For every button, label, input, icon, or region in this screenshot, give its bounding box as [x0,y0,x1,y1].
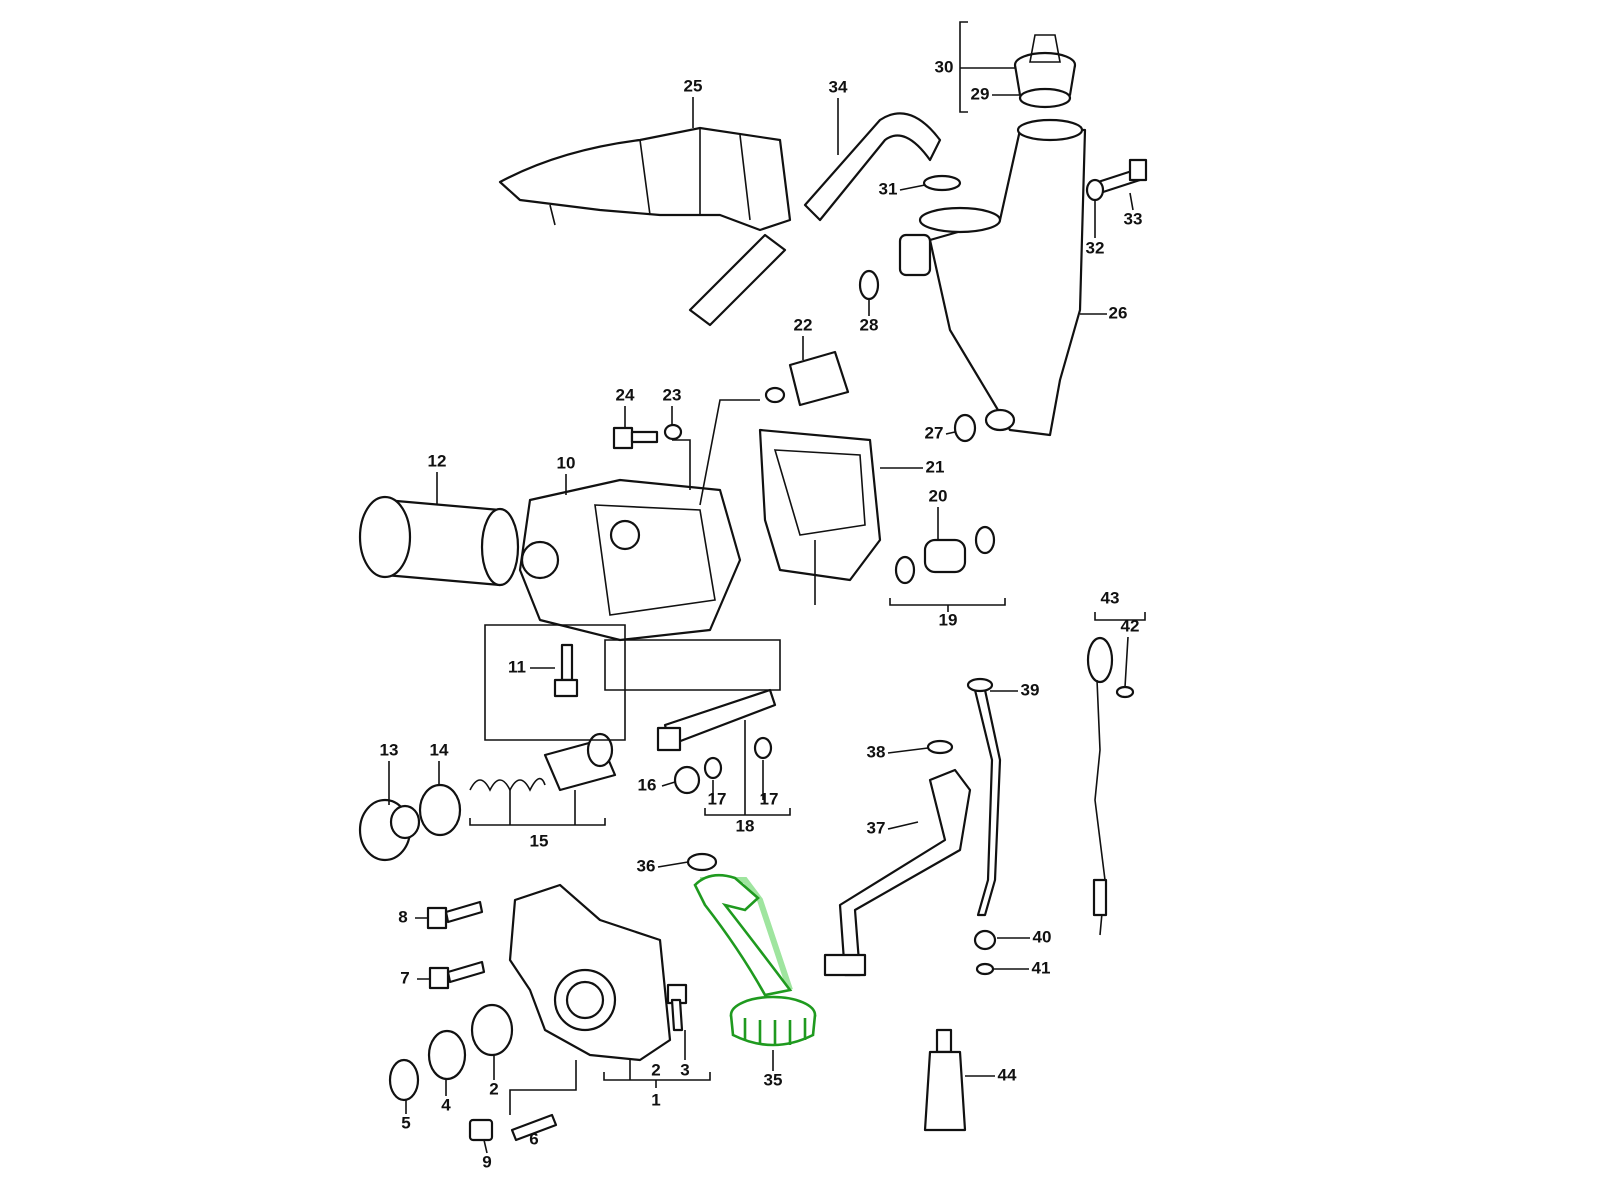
callout-11: 11 [508,657,526,676]
part-44-sealant-tube[interactable] [923,1028,967,1132]
callout-labels: 25 34 30 29 31 33 32 28 26 22 24 23 27 2… [380,57,1143,1171]
callout-42: 42 [1121,616,1140,635]
callout-38: 38 [867,742,886,761]
callout-41: 41 [1032,958,1051,977]
part-3-bolt[interactable] [666,983,688,1032]
callout-8: 8 [398,907,407,926]
callout-44: 44 [998,1065,1017,1084]
callout-31: 31 [879,179,898,198]
part-6-stud[interactable] [510,1113,558,1142]
callout-4: 4 [441,1095,451,1114]
callout-30: 30 [935,57,954,76]
callout-43: 43 [1101,588,1120,607]
callout-35: 35 [764,1070,783,1089]
callout-25: 25 [684,76,703,95]
callout-36: 36 [637,856,656,875]
part-31-clamp[interactable] [922,174,962,192]
part-19-oring-b[interactable] [974,525,996,555]
part-32-washer[interactable] [1085,178,1105,202]
part-27-oring[interactable] [953,413,977,443]
part-37-oil-pipe[interactable] [823,768,972,977]
part-13-plug[interactable] [358,798,421,862]
part-33-bolt[interactable] [1093,158,1148,195]
part-17-oring-a[interactable] [703,756,723,780]
part-42-oring[interactable] [1115,685,1135,699]
part-5-oring[interactable] [388,1058,420,1102]
callout-10: 10 [557,453,576,472]
part-39-dipstick-tube[interactable] [966,677,1002,917]
callout-1: 1 [651,1090,660,1109]
part-28-oring[interactable] [858,269,880,301]
part-1-oil-pump[interactable] [508,883,672,1062]
part-25-heat-shield[interactable] [498,126,792,232]
callout-33: 33 [1124,209,1143,228]
part-8-bolt[interactable] [426,900,484,930]
callout-29: 29 [971,84,990,103]
part-7-bolt[interactable] [428,960,486,990]
callout-16: 16 [638,775,657,794]
callout-7: 7 [400,968,409,987]
callout-5: 5 [401,1113,410,1132]
callout-14: 14 [430,740,449,759]
callout-22: 22 [794,315,813,334]
part-19-oring-a[interactable] [894,555,916,585]
callout-39: 39 [1021,680,1040,699]
part-18-valve-plunger[interactable] [656,688,777,752]
callout-26: 26 [1109,303,1128,322]
callout-18: 18 [736,816,755,835]
part-36-nut[interactable] [686,852,718,872]
part-24-bolt[interactable] [612,426,659,450]
part-23-washer[interactable] [663,423,683,441]
callout-6: 6 [529,1129,538,1148]
callout-15: 15 [530,831,549,850]
part-38-oring[interactable] [926,739,954,755]
part-40-plug[interactable] [973,929,997,951]
callout-17b: 17 [760,789,779,808]
part-14-seal[interactable] [418,783,462,837]
part-4-bearing[interactable] [427,1029,467,1081]
part-41-seal[interactable] [975,962,995,976]
callout-20: 20 [929,486,948,505]
callout-2b: 2 [489,1079,498,1098]
callout-21: 21 [926,457,945,476]
part-43-dipstick[interactable] [1086,636,1114,936]
callout-2a: 2 [651,1060,660,1079]
callout-28: 28 [860,315,879,334]
part-11-bolt[interactable] [553,643,579,698]
part-9-nut[interactable] [468,1118,494,1142]
callout-9: 9 [482,1152,491,1171]
callout-24: 24 [616,385,635,404]
part-29-seal[interactable] [1018,87,1072,109]
part-34-breather-hose[interactable] [688,112,942,327]
part-26-oil-filler-tank[interactable] [898,118,1087,437]
part-22-pressure-switch[interactable] [764,350,850,407]
part-21-gasket[interactable] [758,428,882,582]
callout-13: 13 [380,740,399,759]
part-35-oil-pickup-highlighted[interactable] [693,873,817,1047]
callout-17a: 17 [708,789,727,808]
callout-27: 27 [925,423,944,442]
leader-lines [388,21,1146,1154]
callout-34: 34 [829,77,848,96]
part-10-oil-filter-housing[interactable] [518,478,742,642]
callout-12: 12 [428,451,447,470]
part-15-spring-piston[interactable] [469,732,617,792]
callout-3: 3 [680,1060,689,1079]
part-12-oil-filter[interactable] [358,495,520,587]
callout-32: 32 [1086,238,1105,257]
callout-23: 23 [663,385,682,404]
callout-40: 40 [1033,927,1052,946]
part-16-oring[interactable] [673,765,701,795]
part-2-seal-a[interactable] [470,1003,514,1057]
callout-37: 37 [867,818,886,837]
part-17-oring-b[interactable] [753,736,773,760]
callout-19: 19 [939,610,958,629]
part-20-sleeve[interactable] [923,538,967,574]
